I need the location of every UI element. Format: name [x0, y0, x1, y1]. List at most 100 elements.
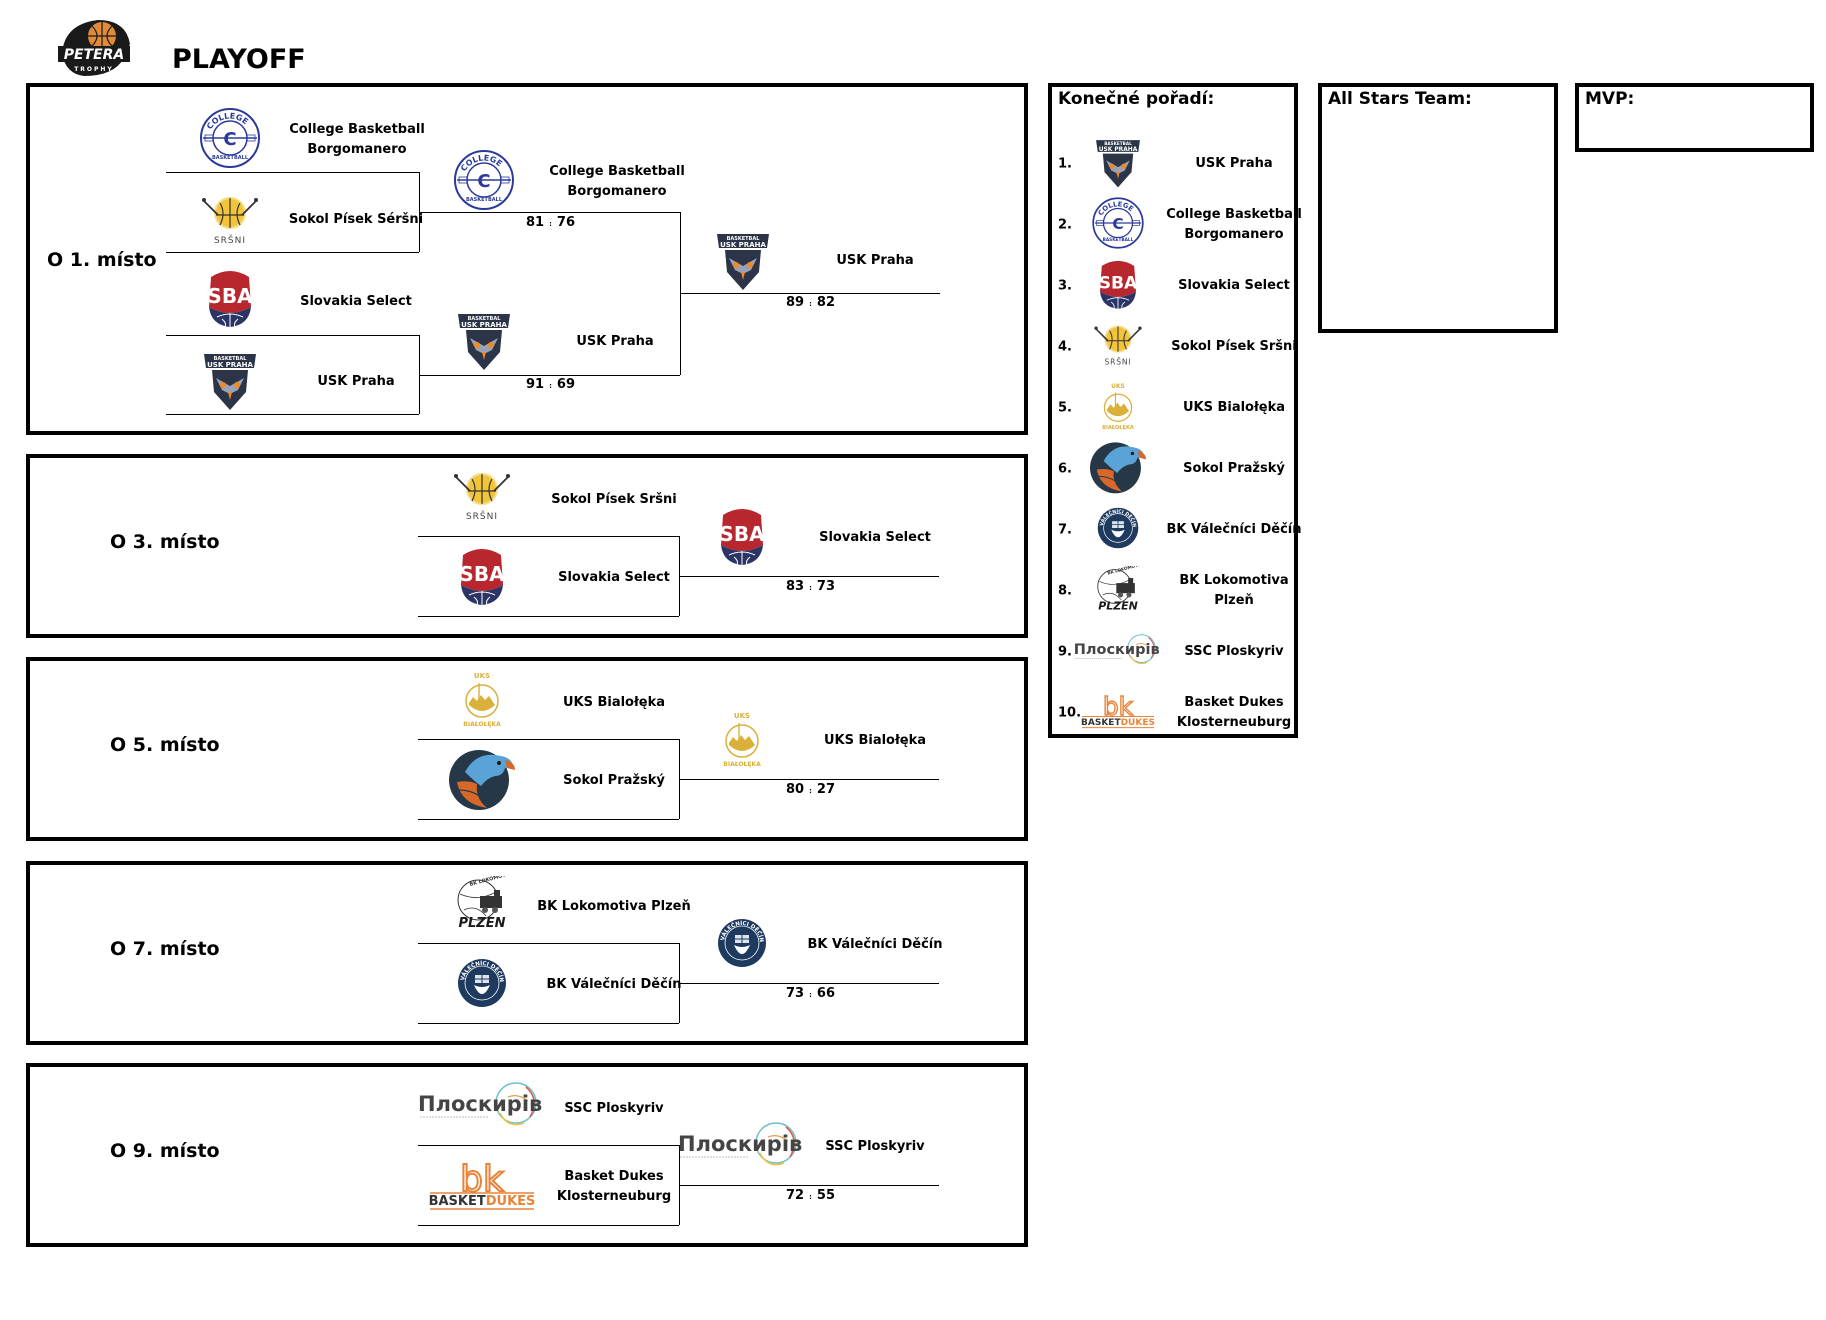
score-separator: : [809, 787, 812, 795]
svg-text:BASKETDUKES: BASKETDUKES [429, 1194, 536, 1209]
standings-team-name: Basket Dukes Klosterneuburg [1176, 695, 1292, 730]
standings-row: 10. bk BASKETDUKES Basket Dukes Klostern… [1052, 87, 1294, 734]
winner-name: BK Válečníci Děčín [807, 937, 943, 952]
team-logo-uks: UKS BIAŁOŁĘKA [1099, 381, 1138, 436]
score: 72:55 [786, 1188, 835, 1203]
score-winner: 91 [526, 377, 545, 392]
standings-team-name: UKS Bialołęka [1182, 400, 1286, 415]
team-name: College Basketball Borgomanero [289, 122, 425, 157]
team-logo-college: C COLLEGE BASKETBALL [199, 107, 261, 173]
team-logo-dukes: bk BASKETDUKES [426, 1158, 538, 1215]
bracket-section-1st-place [26, 83, 1028, 435]
standings-row: 9. Плоскирів SSC Ploskyriv [1052, 87, 1294, 734]
bracket-line [679, 1185, 939, 1186]
svg-text:BASKETDUKES: BASKETDUKES [1081, 718, 1155, 728]
score-loser: 55 [816, 1188, 835, 1203]
svg-text:C: C [223, 129, 236, 150]
svg-text:TROPHY: TROPHY [74, 66, 114, 73]
standings-row: 7. VÁLEČNÍCI DĚČÍN BK Válečníci Děčín [1052, 87, 1302, 734]
standings-rank: 2. [1058, 217, 1072, 233]
team-logo-sba: SBA [457, 545, 507, 611]
svg-text:SRŠNI: SRŠNI [214, 234, 246, 246]
svg-text:BASKETBAL: BASKETBAL [727, 236, 761, 242]
score-winner: 81 [526, 215, 545, 230]
score-loser: 73 [816, 579, 835, 594]
standings-rank: 1. [1058, 156, 1072, 172]
bracket-line [419, 375, 680, 376]
team-logo-usk: BASKETBAL USK PRAHA [452, 308, 516, 376]
team-logo-plzen: BK LOKOMOTIVA PLZEN [450, 870, 516, 934]
team-name: Slovakia Select [558, 570, 670, 585]
bracket-line [418, 1225, 679, 1226]
standings-rank: 3. [1058, 278, 1072, 294]
score-winner: 72 [786, 1188, 805, 1203]
svg-text:BIAŁOŁĘKA: BIAŁOŁĘKA [723, 761, 761, 768]
score: 91:69 [526, 377, 575, 392]
bracket-line [166, 172, 419, 173]
svg-text:BASKETBAL: BASKETBAL [1104, 141, 1132, 146]
team-logo-decin: VÁLEČNÍCI DĚČÍN [1096, 506, 1140, 554]
standings-team-name: BK Lokomotiva Plzeň [1179, 573, 1289, 608]
all-stars-title: All Stars Team: [1328, 89, 1472, 109]
section-label: O 7. místo [110, 938, 220, 960]
team-logo-decin: VÁLEČNÍCI DĚČÍN [716, 917, 768, 973]
standings-rank: 7. [1058, 522, 1072, 538]
team-name: Slovakia Select [300, 294, 412, 309]
standings-rank: 9. [1058, 644, 1072, 660]
score-loser: 27 [816, 782, 835, 797]
champion-name: USK Praha [836, 253, 914, 268]
team-name: Sokol Písek Séršni [288, 212, 424, 227]
standings-row: 2. C COLLEGE BASKETBALL College Basketba… [1052, 87, 1302, 734]
bracket-line [679, 576, 939, 577]
all-stars-panel: All Stars Team: [1318, 83, 1558, 333]
score-separator: : [549, 220, 552, 228]
final-standings-panel: Konečné pořadí: 1. BASKETBAL USK PRAHA U… [1048, 83, 1302, 738]
team-logo-usk: BASKETBAL USK PRAHA [1091, 135, 1145, 193]
page-title: PLAYOFF [172, 44, 306, 75]
team-logo-usk: BASKETBAL USK PRAHA [198, 348, 262, 416]
winner-name: USK Praha [576, 334, 654, 349]
score-separator: : [809, 1193, 812, 1201]
winner-name: SSC Ploskyriv [825, 1139, 925, 1154]
svg-text:PLZEN: PLZEN [1098, 599, 1138, 612]
standings-team-name: SSC Ploskyriv [1184, 644, 1284, 659]
team-logo-college: C COLLEGE BASKETBALL [453, 149, 515, 215]
svg-text:SBA: SBA [459, 562, 505, 586]
bracket-line [166, 414, 419, 415]
score-loser: 76 [556, 215, 575, 230]
svg-text:Плоскирів: Плоскирів [678, 1132, 802, 1156]
bracket-line [679, 983, 939, 984]
bracket-line [679, 779, 939, 780]
svg-text:BASKETBAL: BASKETBAL [468, 316, 502, 322]
svg-text:USK PRAHA: USK PRAHA [720, 241, 766, 249]
team-logo-sba: SBA [205, 267, 255, 333]
team-logo-ploskyriv: Плоскирів [678, 1119, 806, 1175]
bracket-line [418, 943, 679, 944]
bracket-section-5-place [26, 657, 1028, 841]
score: 73:66 [786, 986, 835, 1001]
standings-rank: 8. [1058, 583, 1072, 599]
svg-text:SRŠNI: SRŠNI [1104, 357, 1131, 366]
score-separator: : [549, 382, 552, 390]
score-separator: : [809, 991, 812, 999]
svg-text:BASKETBALL: BASKETBALL [466, 197, 503, 203]
svg-text:BASKETBALL: BASKETBALL [1103, 237, 1134, 243]
score: 83:73 [786, 579, 835, 594]
score-winner: 73 [786, 986, 805, 1001]
svg-text:SBA: SBA [719, 522, 765, 546]
team-logo-usk: BASKETBAL USK PRAHA [711, 228, 775, 296]
team-logo-sokol-prazsky [447, 746, 517, 816]
standings-row: 5. UKS BIAŁOŁĘKA UKS Bialołęka [1052, 87, 1294, 734]
team-logo-sokol-prazsky [1088, 439, 1148, 499]
bracket-line [418, 1023, 679, 1024]
team-name: Basket Dukes Klosterneuburg [556, 1169, 672, 1204]
score-separator: : [809, 300, 812, 308]
section-label: O 1. místo [47, 249, 157, 271]
bracket-line [419, 212, 680, 213]
standings-rank: 6. [1058, 461, 1072, 477]
bracket-section-3-place [26, 454, 1028, 638]
svg-text:BIAŁOŁĘKA: BIAŁOŁĘKA [463, 721, 501, 728]
team-name: BK Válečníci Děčín [546, 977, 682, 992]
svg-text:USK PRAHA: USK PRAHA [207, 361, 253, 369]
score-loser: 69 [556, 377, 575, 392]
